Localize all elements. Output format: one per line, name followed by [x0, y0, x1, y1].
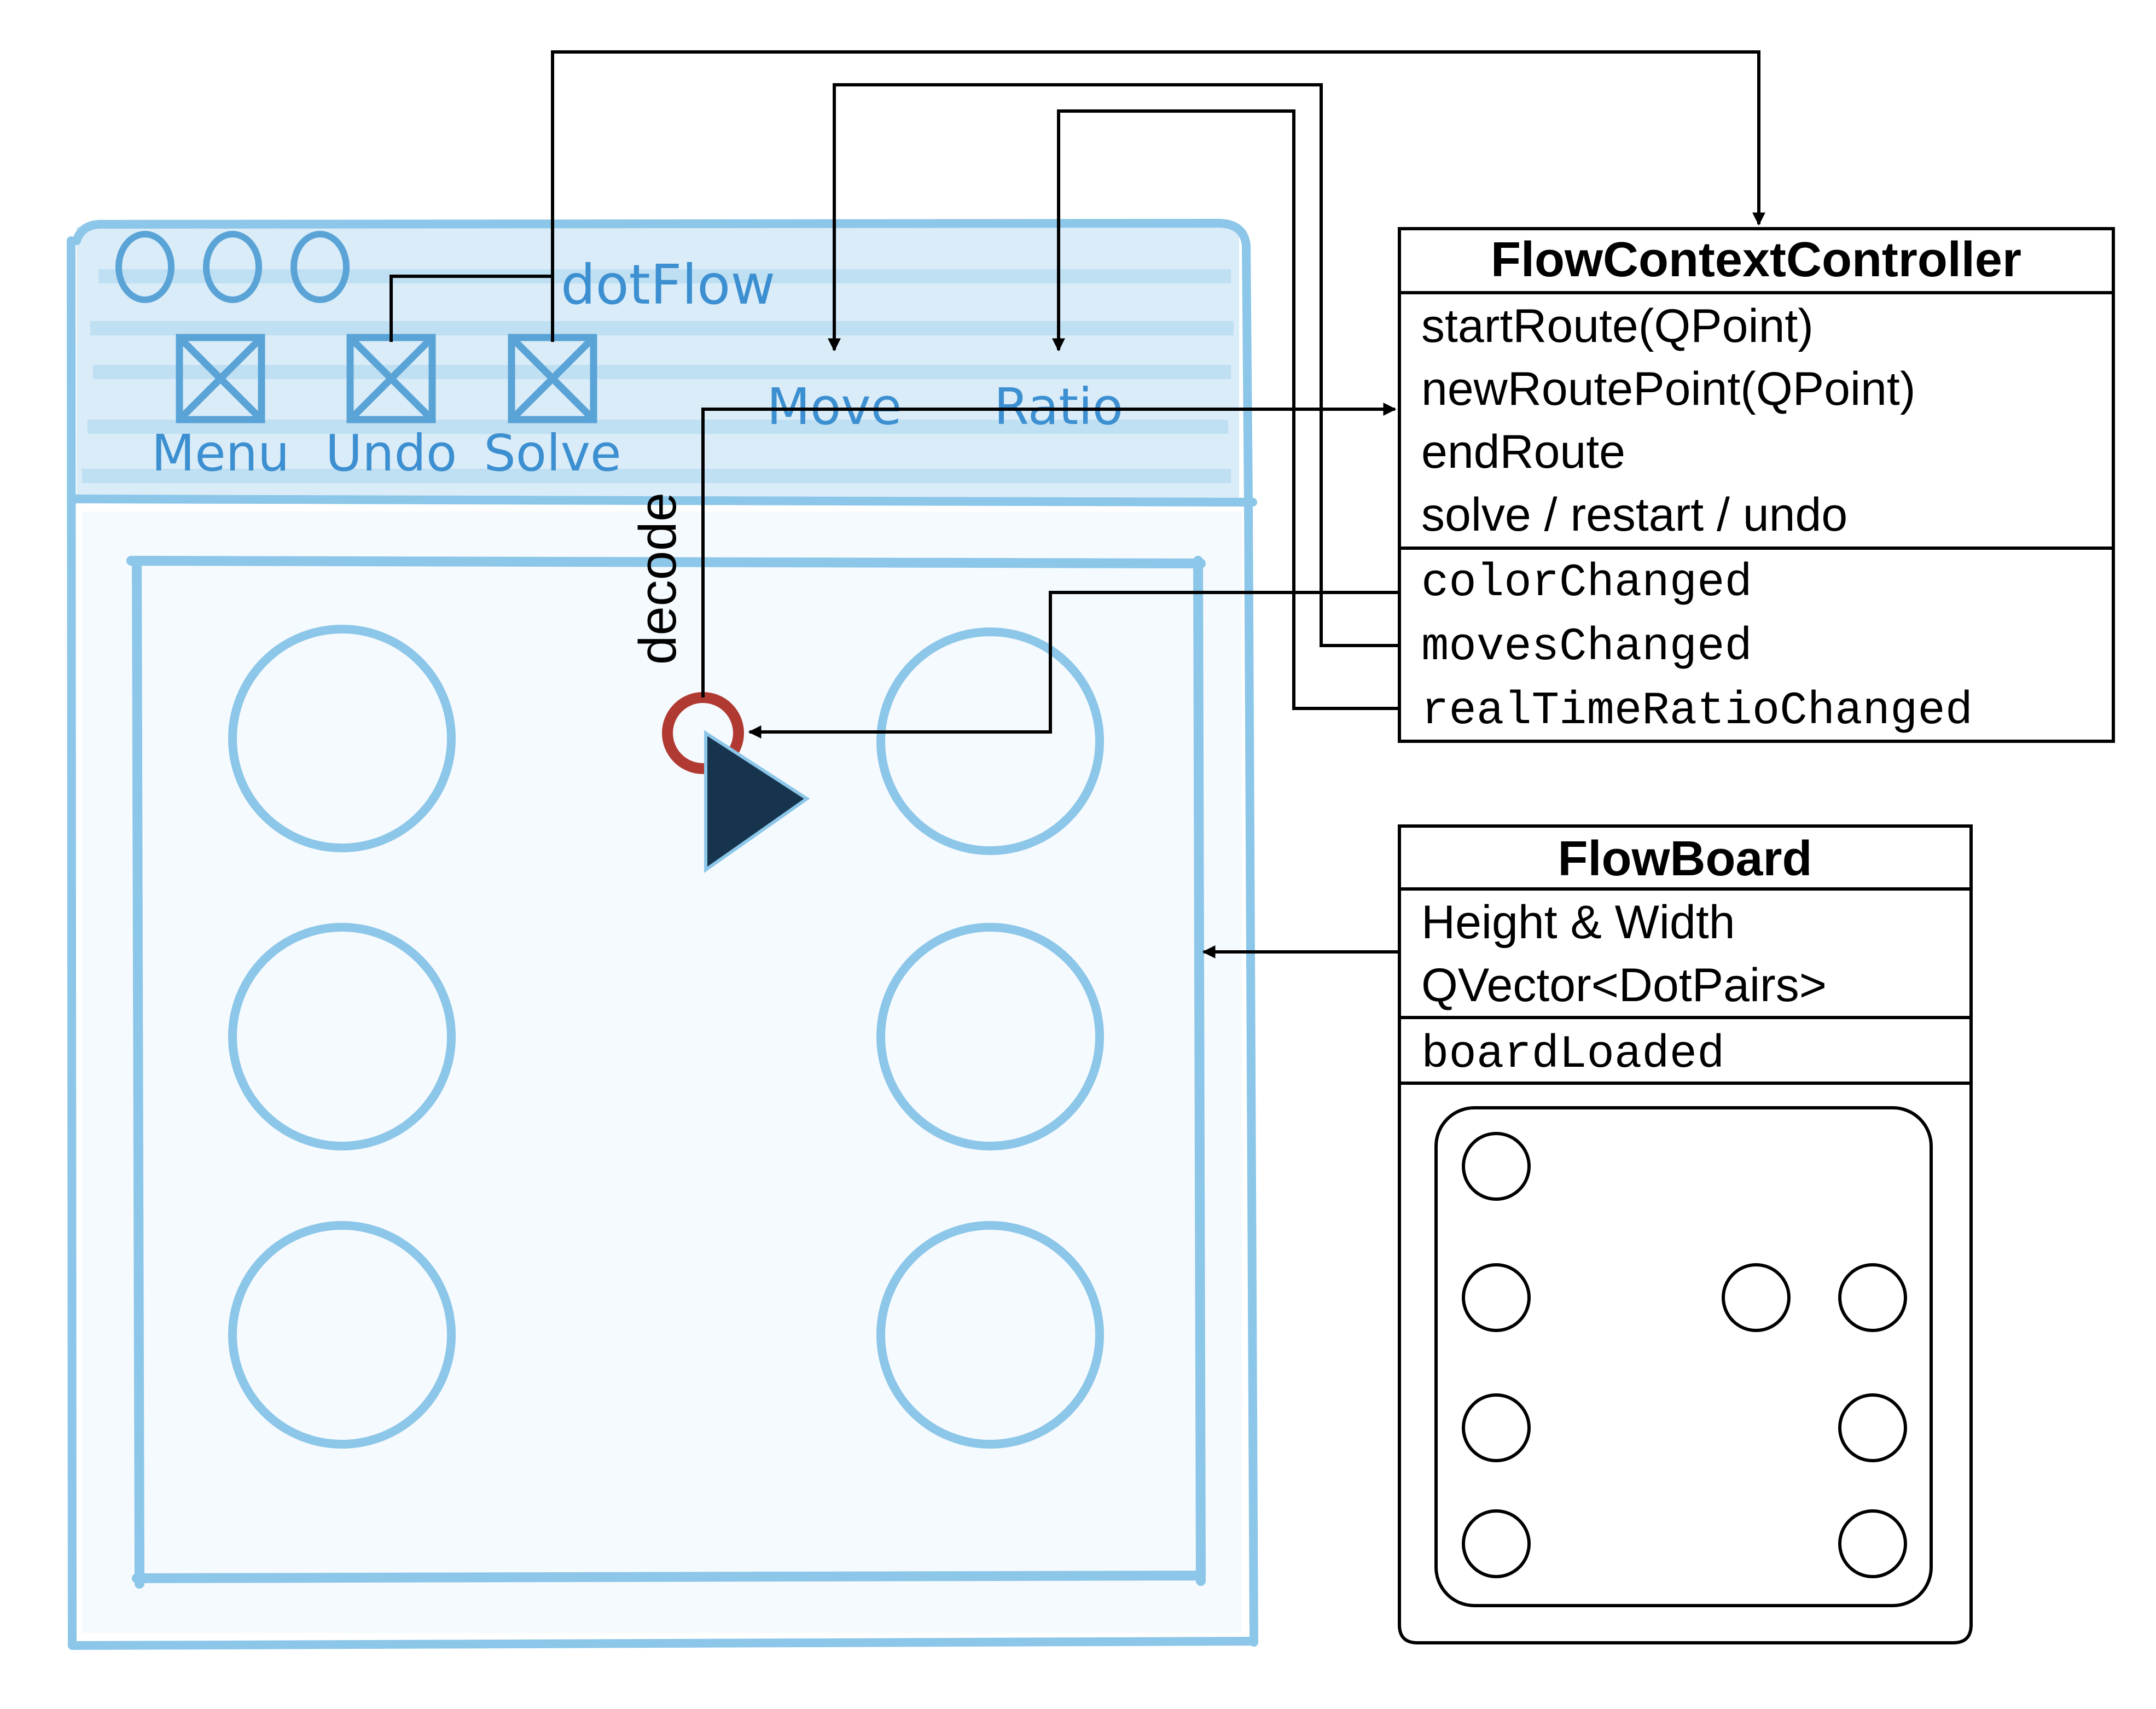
game-dots [228, 625, 1104, 1449]
game-dot[interactable] [228, 1221, 456, 1449]
mini-dot [1722, 1263, 1791, 1332]
controller-signal: movesChanged [1421, 621, 1752, 673]
flow-board-class: FlowBoard Height & Width QVector<DotPair… [1398, 824, 1973, 1644]
ratio-status-label: Ratio [994, 377, 1123, 436]
mini-dot [1462, 1132, 1531, 1201]
connectors [390, 50, 1765, 958]
controller-signal: colorChanged [1421, 557, 1752, 609]
window-maximize-dot[interactable] [290, 231, 350, 303]
mini-board-dots [1462, 1132, 1907, 1578]
decode-label: decode [629, 492, 687, 665]
game-dot[interactable] [876, 1221, 1104, 1449]
game-board-frame [126, 556, 1206, 1589]
flow-board-box [1398, 824, 1973, 1644]
app-title: dotFlow [561, 253, 775, 317]
controller-method: startRoute(QPoint) [1421, 300, 1814, 352]
controller-box [1398, 227, 2115, 743]
game-dot[interactable] [876, 627, 1104, 855]
controller-method: endRoute [1421, 426, 1625, 478]
menu-icon [176, 334, 265, 423]
toolbar-hatching [82, 269, 1234, 483]
mini-board [1434, 1106, 1933, 1607]
flow-board-class-name: FlowBoard [1558, 832, 1812, 886]
window-minimize-dot[interactable] [203, 231, 262, 303]
window-close-dot[interactable] [115, 231, 175, 303]
window-body-background [82, 511, 1242, 1633]
game-dot[interactable] [228, 625, 456, 852]
moves-status-label: Move [767, 377, 902, 436]
connector-decode-to-controller [701, 403, 1397, 697]
mini-dot [1838, 1263, 1907, 1332]
mini-dot [1462, 1393, 1531, 1462]
connector-moves-changed [828, 83, 1398, 647]
controller-method: solve / restart / undo [1421, 489, 1847, 541]
connector-ratio-changed [1052, 109, 1398, 710]
menu-button[interactable]: Menu [152, 334, 290, 483]
toolbar-separator [67, 495, 1257, 507]
controller-class-name: FlowContextController [1491, 232, 2021, 287]
controller-method: newRoutePoint(QPoint) [1421, 363, 1915, 415]
solve-button-label: Solve [484, 424, 621, 483]
game-board[interactable] [126, 556, 1206, 1589]
mini-dot [1838, 1509, 1907, 1578]
menu-button-label: Menu [152, 424, 290, 483]
undo-button-label: Undo [326, 424, 457, 483]
flow-board-field: Height & Width [1421, 896, 1735, 949]
mini-dot [1462, 1509, 1531, 1578]
game-dot[interactable] [876, 923, 1104, 1150]
connector-color-changed [748, 591, 1398, 739]
connector-solve-to-controller [551, 50, 1765, 342]
window-frame [67, 219, 1258, 1650]
app-window-mockup: dotFlow Menu Undo Solve Move Ratio [67, 219, 1258, 1650]
connector-undo-branch [390, 275, 553, 342]
mini-board-frame [1434, 1106, 1933, 1607]
flow-board-signal: boardLoaded [1421, 1029, 1725, 1081]
flow-context-controller-class: FlowContextController startRoute(QPoint)… [1398, 227, 2115, 743]
flow-board-field: QVector<DotPairs> [1421, 959, 1827, 1012]
cursor-arrow-icon [704, 730, 810, 873]
game-dot[interactable] [228, 923, 456, 1150]
mini-dot [1462, 1263, 1531, 1332]
mini-dot [1838, 1393, 1907, 1462]
controller-signal: realTimeRatioChanged [1421, 685, 1973, 737]
window-controls[interactable] [115, 231, 350, 303]
